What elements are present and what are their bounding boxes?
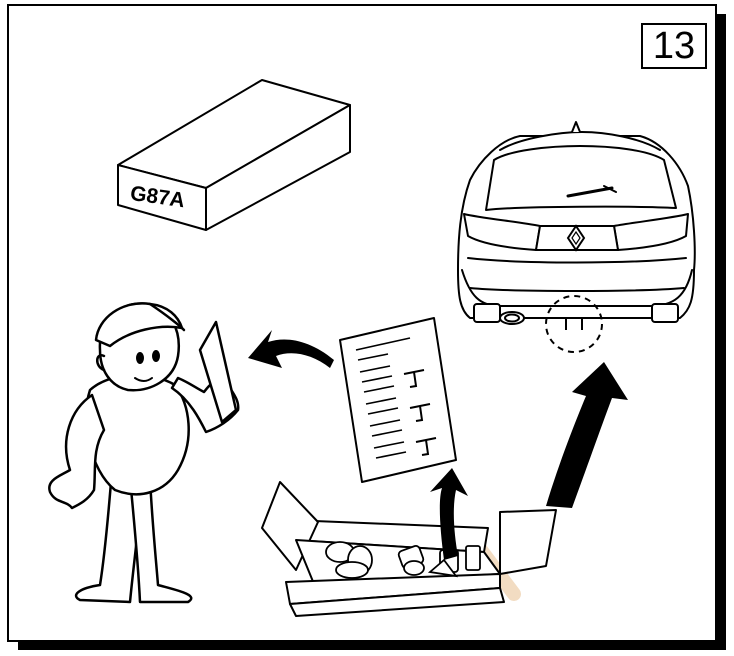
instruction-sheet-icon — [340, 318, 456, 482]
step-number: 13 — [642, 24, 706, 68]
car-rear-view — [458, 122, 695, 324]
